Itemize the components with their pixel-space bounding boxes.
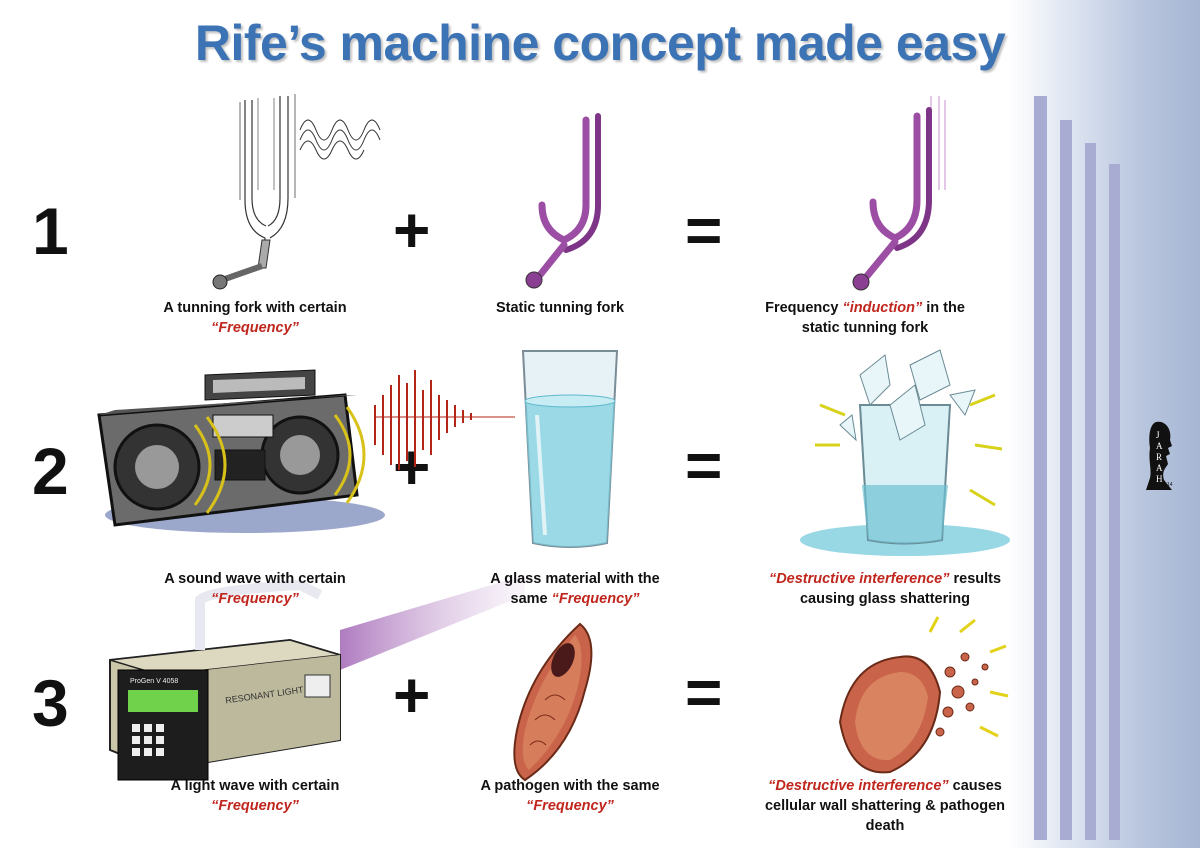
caption-text: A pathogen with the same	[480, 778, 660, 794]
caption-highlight: “Destructive interference”	[768, 778, 949, 794]
equals-sign-row-3: =	[685, 656, 723, 728]
caption-sound-wave: A sound wave with certain “Frequency”	[160, 569, 350, 609]
caption-glass-material: A glass material with the same “Frequenc…	[475, 569, 675, 609]
caption-highlight: “Frequency”	[551, 591, 640, 607]
water-glass-illustration	[521, 350, 619, 548]
caption-text: Frequency	[765, 300, 843, 316]
pathogen-illustration	[513, 622, 593, 782]
caption-highlight: “induction”	[842, 300, 923, 316]
pathogen-death-illustration	[838, 616, 1009, 774]
step-number-1: 1	[32, 194, 69, 268]
plus-sign-row-1: +	[393, 194, 431, 266]
caption-text: A sound wave with certain	[164, 571, 346, 587]
caption-text: Static tunning fork	[495, 300, 625, 316]
caption-light-wave: A light wave with certain “Frequency”	[160, 776, 350, 816]
decorative-bar	[1085, 143, 1096, 840]
caption-text: in the static tunning fork	[801, 300, 965, 336]
caption-highlight: “Frequency”	[211, 591, 299, 607]
plus-sign-row-3: +	[393, 659, 431, 731]
decorative-bar	[1034, 96, 1047, 840]
boombox-illustration	[97, 369, 515, 533]
signature-logo: J A R A H 14	[1144, 420, 1174, 492]
caption-highlight: “Frequency”	[211, 798, 299, 814]
equals-sign-row-1: =	[685, 194, 723, 266]
caption-pathogen: A pathogen with the same “Frequency”	[475, 776, 665, 816]
equals-sign-row-2: =	[685, 429, 723, 501]
page-title: Rife’s machine concept made easy	[194, 15, 1006, 71]
induced-tuning-fork-illustration	[852, 96, 946, 291]
svg-text:H: H	[1156, 474, 1163, 484]
caption-text: A glass material with the same	[490, 571, 660, 607]
svg-text:A: A	[1156, 441, 1163, 451]
caption-text: causes cellular wall shattering & pathog…	[764, 778, 1006, 834]
step-number-3: 3	[32, 666, 69, 740]
caption-highlight: “Frequency”	[526, 798, 614, 814]
caption-vibrating-fork: A tunning fork with certain “Frequency”	[160, 298, 350, 338]
caption-text: A light wave with certain	[170, 778, 340, 794]
decorative-bar	[1060, 120, 1072, 840]
step-number-2: 2	[32, 434, 69, 508]
resonant-light-device-illustration: ProGen V 4058 RESONANT LIGHT	[100, 579, 350, 781]
caption-static-fork: Static tunning fork	[470, 298, 650, 318]
caption-highlight: “Destructive interference”	[768, 571, 950, 587]
caption-highlight: “Frequency”	[211, 320, 299, 336]
static-tuning-fork-illustration	[525, 113, 601, 289]
caption-glass-shattering: “Destructive interference” results causi…	[755, 569, 1015, 609]
caption-pathogen-death: “Destructive interference” causes cellul…	[755, 776, 1015, 836]
shattering-glass-illustration	[800, 349, 1010, 556]
device-display-brand: ProGen V 4058	[130, 678, 179, 685]
svg-text:R: R	[1156, 452, 1162, 462]
svg-text:14: 14	[1167, 482, 1173, 488]
caption-induced-fork: Frequency “induction” in the static tunn…	[755, 298, 975, 338]
light-beam	[340, 575, 525, 670]
decorative-bar	[1109, 164, 1120, 840]
caption-text: A tunning fork with certain	[163, 300, 347, 316]
vibrating-tuning-fork-illustration	[212, 94, 381, 290]
caption-text: results causing glass shattering	[799, 571, 1002, 607]
svg-text:J: J	[1156, 430, 1160, 440]
svg-text:A: A	[1156, 463, 1163, 473]
